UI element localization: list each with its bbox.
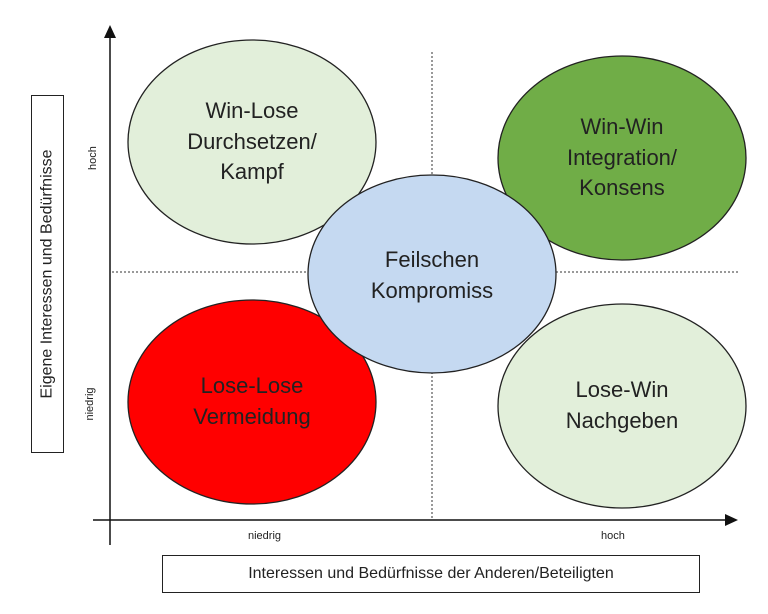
y-axis-arrow-icon [104, 25, 116, 38]
label-win-lose: Win-Lose Durchsetzen/ Kampf [152, 84, 352, 200]
x-axis-label: Interessen und Bedürfnisse der Anderen/B… [248, 565, 614, 582]
y-axis-label-box: Eigene Interessen und Bedürfnisse [31, 95, 64, 453]
label-win-lose-line-1: Win-Lose [205, 97, 299, 123]
label-win-win-line-2: Integration/ [566, 144, 678, 170]
label-lose-lose-line-1: Lose-Lose [200, 373, 304, 399]
x-tick-high: hoch [601, 530, 625, 542]
label-compromise-line-2: Kompromiss [370, 278, 494, 303]
y-tick-high: hoch [87, 146, 99, 170]
x-axis-label-box: Interessen und Bedürfnisse der Anderen/B… [162, 555, 700, 593]
label-win-win-line-1: Win-Win [580, 113, 664, 139]
label-win-win: Win-Win Integration/ Konsens [522, 100, 722, 216]
ellipse-lose-win [497, 303, 747, 509]
label-lose-lose: Lose-Lose Vermeidung [152, 362, 352, 442]
y-tick-low: niedrig [84, 387, 96, 421]
x-tick-low: niedrig [248, 530, 282, 542]
label-lose-win-line-1: Lose-Win [575, 377, 669, 403]
x-axis-arrow-icon [725, 514, 738, 526]
label-win-win-line-3: Konsens [579, 175, 665, 201]
ellipse-compromise [307, 174, 557, 374]
label-compromise-line-1: Feilschen [384, 247, 480, 273]
ellipse-win-lose [127, 39, 377, 245]
y-axis-label: Eigene Interessen und Bedürfnisse [38, 149, 56, 399]
label-lose-win: Lose-Win Nachgeben [522, 366, 722, 446]
label-compromise: Feilschen Kompromiss [332, 236, 532, 316]
ellipse-lose-lose [127, 299, 377, 505]
label-win-lose-line-2: Durchsetzen/ [187, 128, 317, 154]
label-lose-win-line-2: Nachgeben [565, 408, 679, 433]
ellipse-win-win [497, 55, 747, 261]
label-lose-lose-line-2: Vermeidung [193, 404, 311, 429]
label-win-lose-line-3: Kampf [220, 159, 284, 185]
